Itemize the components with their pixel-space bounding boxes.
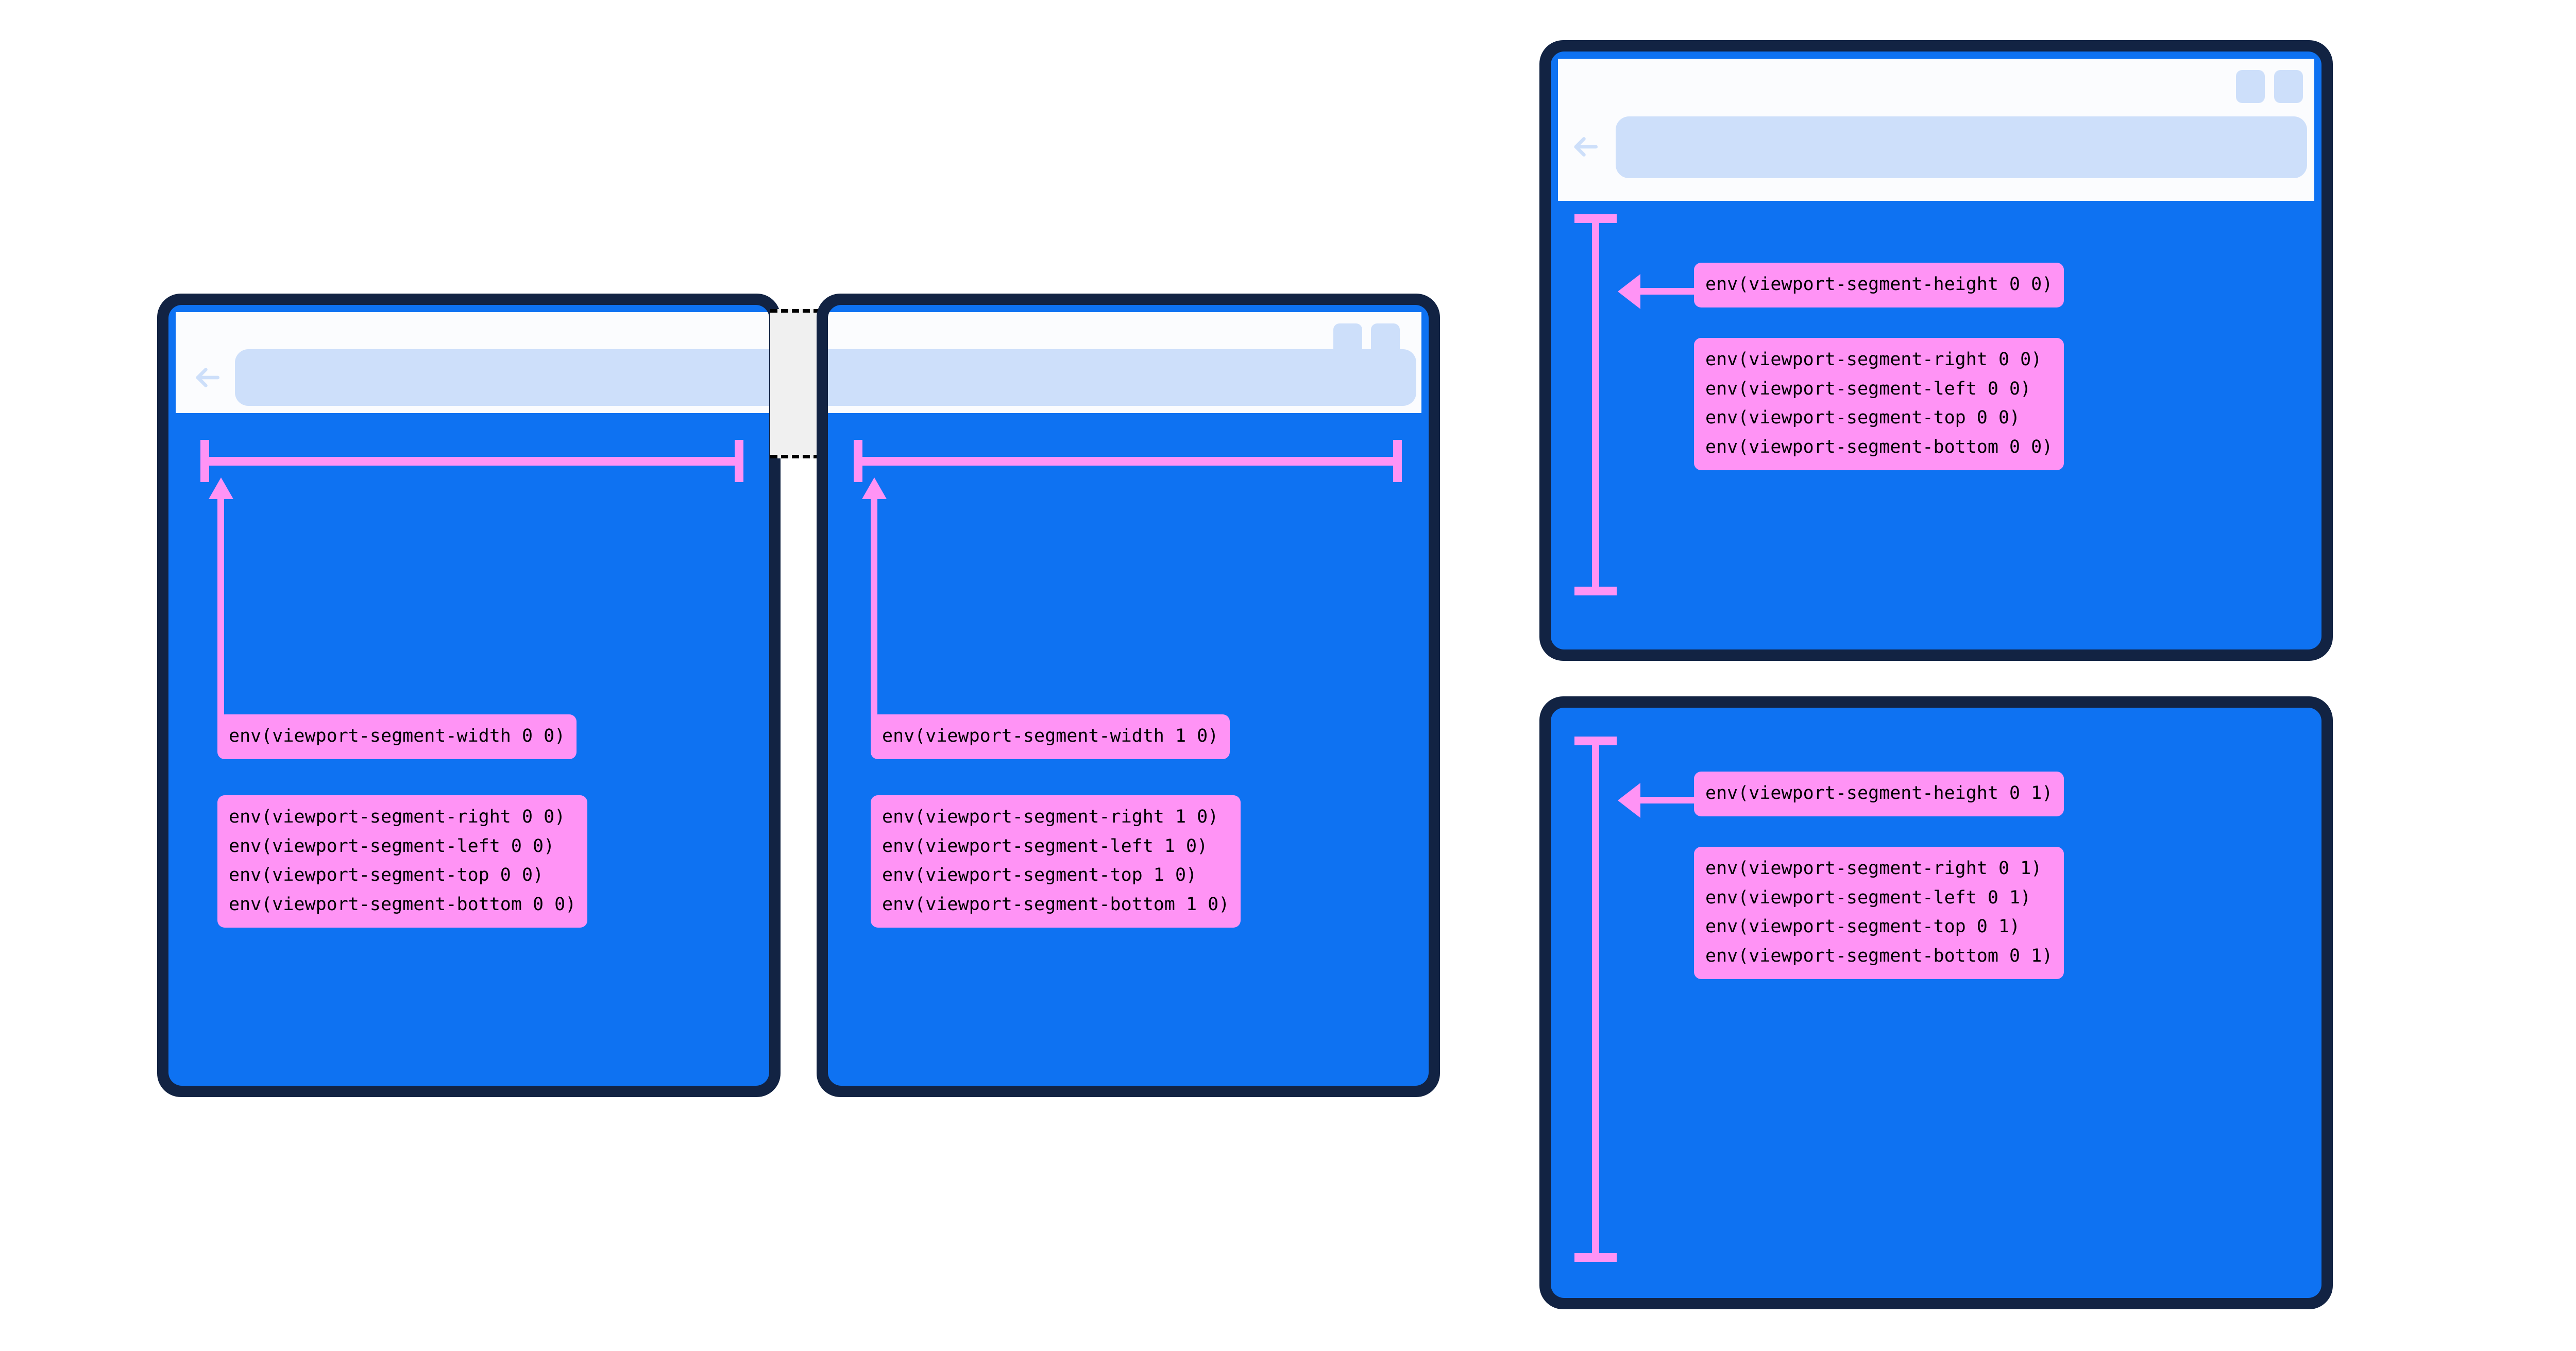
label-line: env(viewport-segment-width 0 0): [229, 726, 566, 746]
bracket-bar: [1592, 214, 1599, 595]
label-line: env(viewport-segment-top 0 0): [1705, 407, 2021, 429]
fold-gap-indicator: [770, 309, 821, 458]
device-foldable-bottom-segment: env(viewport-segment-height 0 1) env(vie…: [1539, 696, 2333, 1309]
height-label-chip: env(viewport-segment-height 0 0): [1694, 263, 2064, 307]
bracket-bar: [200, 457, 743, 466]
screen-bottom-segment: env(viewport-segment-height 0 1) env(vie…: [1551, 708, 2321, 1298]
bracket-bar: [1592, 737, 1599, 1262]
leader-line-vertical: [871, 498, 877, 722]
label-line: env(viewport-segment-right 1 0): [882, 807, 1219, 827]
label-line: env(viewport-segment-height 0 1): [1705, 783, 2053, 803]
toolbar-button-1[interactable]: [1333, 323, 1362, 356]
label-line: env(viewport-segment-width 1 0): [882, 726, 1219, 746]
label-line: env(viewport-segment-left 1 0): [882, 835, 1208, 857]
url-input[interactable]: [828, 349, 1416, 406]
edge-labels-chip: env(viewport-segment-right 1 0) env(view…: [871, 795, 1241, 928]
browser-toolbar: [176, 312, 769, 413]
screen-left-segment: env(viewport-segment-width 0 0) env(view…: [168, 305, 769, 1086]
device-foldable-left-segment: env(viewport-segment-width 0 0) env(view…: [157, 294, 781, 1097]
label-line: env(viewport-segment-right 0 0): [229, 807, 566, 827]
label-line: env(viewport-segment-bottom 0 0): [229, 894, 577, 915]
toolbar-button-2[interactable]: [1371, 323, 1400, 356]
edge-labels-chip: env(viewport-segment-right 0 1) env(view…: [1694, 847, 2064, 979]
screen-right-segment: env(viewport-segment-width 1 0) env(view…: [828, 305, 1429, 1086]
width-label-chip: env(viewport-segment-width 1 0): [871, 714, 1230, 759]
width-label-chip: env(viewport-segment-width 0 0): [217, 714, 577, 759]
toolbar-button-1[interactable]: [2236, 70, 2265, 103]
bracket-cap-right: [735, 440, 743, 482]
browser-toolbar: [1558, 59, 2314, 201]
label-line: env(viewport-segment-bottom 1 0): [882, 894, 1230, 915]
leader-line-horizontal: [1639, 797, 1694, 803]
height-measure-bracket: [1574, 214, 1617, 595]
label-line: env(viewport-segment-left 0 0): [1705, 378, 2031, 399]
label-line: env(viewport-segment-left 0 0): [229, 835, 555, 857]
leader-arrowhead: [209, 477, 233, 499]
device-foldable-right-segment: env(viewport-segment-width 1 0) env(view…: [817, 294, 1440, 1097]
bracket-cap-left: [854, 440, 862, 482]
width-measure-bracket: [854, 440, 1402, 482]
leader-line-vertical: [217, 498, 224, 722]
browser-toolbar: [828, 312, 1421, 413]
label-line: env(viewport-segment-top 0 1): [1705, 916, 2021, 937]
label-line: env(viewport-segment-bottom 0 0): [1705, 437, 2053, 458]
height-label-chip: env(viewport-segment-height 0 1): [1694, 772, 2064, 816]
bracket-cap-bottom: [1574, 1253, 1617, 1262]
label-line: env(viewport-segment-left 0 1): [1705, 887, 2031, 908]
device-foldable-top-segment: env(viewport-segment-height 0 0) env(vie…: [1539, 40, 2333, 661]
bracket-cap-bottom: [1574, 587, 1617, 595]
bracket-bar: [854, 457, 1402, 466]
leader-arrowhead: [1618, 783, 1640, 818]
label-line: env(viewport-segment-right 0 1): [1705, 858, 2042, 879]
label-line: env(viewport-segment-top 0 0): [229, 865, 544, 886]
bracket-cap-left: [200, 440, 209, 482]
label-line: env(viewport-segment-top 1 0): [882, 865, 1197, 886]
label-line: env(viewport-segment-right 0 0): [1705, 349, 2042, 370]
toolbar-button-2[interactable]: [2274, 70, 2303, 103]
bracket-cap-top: [1574, 737, 1617, 745]
width-measure-bracket: [200, 440, 743, 482]
height-measure-bracket: [1574, 737, 1617, 1262]
bracket-cap-right: [1393, 440, 1402, 482]
url-input[interactable]: [235, 349, 769, 406]
label-line: env(viewport-segment-height 0 0): [1705, 274, 2053, 295]
url-input[interactable]: [1616, 116, 2307, 178]
back-arrow-icon[interactable]: [1569, 131, 1601, 163]
back-arrow-icon[interactable]: [191, 362, 223, 394]
bracket-cap-top: [1574, 214, 1617, 223]
edge-labels-chip: env(viewport-segment-right 0 0) env(view…: [217, 795, 588, 928]
label-line: env(viewport-segment-bottom 0 1): [1705, 946, 2053, 967]
edge-labels-chip: env(viewport-segment-right 0 0) env(view…: [1694, 338, 2064, 470]
screen-top-segment: env(viewport-segment-height 0 0) env(vie…: [1551, 52, 2321, 649]
leader-arrowhead: [862, 477, 887, 499]
leader-arrowhead: [1618, 274, 1640, 309]
leader-line-horizontal: [1639, 288, 1694, 295]
